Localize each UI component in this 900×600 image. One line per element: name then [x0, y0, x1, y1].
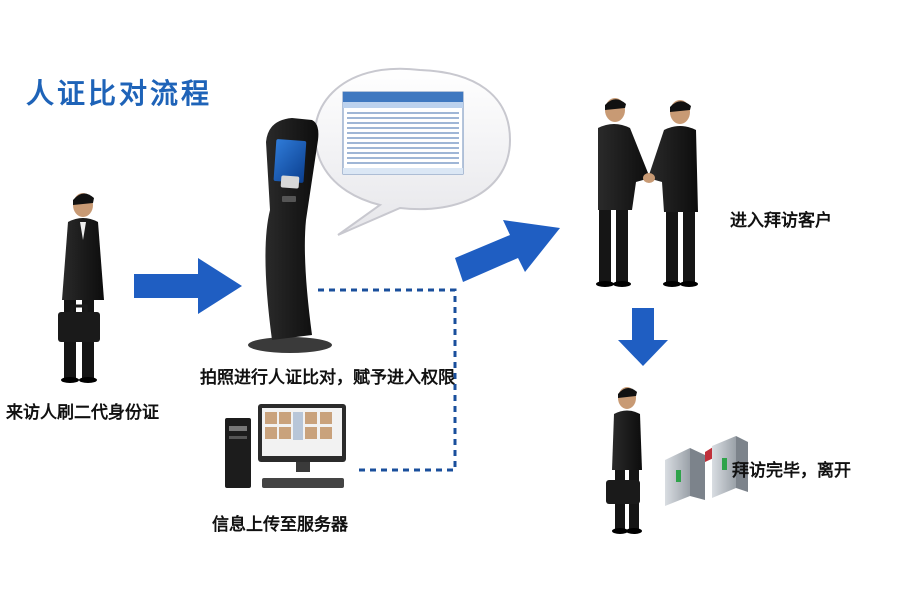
step-label-kiosk: 拍照进行人证比对，赋予进入权限	[200, 368, 455, 388]
dashed-link	[318, 288, 457, 472]
businessman-icon	[612, 387, 642, 534]
kiosk-icon	[248, 118, 332, 353]
step-label-visitor: 来访人刷二代身份证	[6, 403, 159, 423]
arrow-to-visit	[455, 220, 560, 282]
arrow-to-exit	[618, 308, 668, 366]
computer-icon	[225, 404, 346, 488]
diagram-title: 人证比对流程	[26, 77, 213, 110]
step-label-server: 信息上传至服务器	[212, 515, 348, 535]
businessman-icon	[61, 193, 104, 383]
step-label-visit: 进入拜访客户	[730, 211, 832, 231]
turnstile-icon	[665, 436, 748, 506]
briefcase-icon	[58, 304, 100, 342]
step-label-leave: 拜访完毕，离开	[732, 461, 851, 481]
monitor-table-screenshot	[342, 91, 464, 175]
handshake-icon	[596, 98, 698, 287]
speech-bubble-icon	[314, 67, 512, 236]
briefcase-icon	[606, 480, 640, 504]
arrow-to-kiosk	[134, 258, 242, 314]
